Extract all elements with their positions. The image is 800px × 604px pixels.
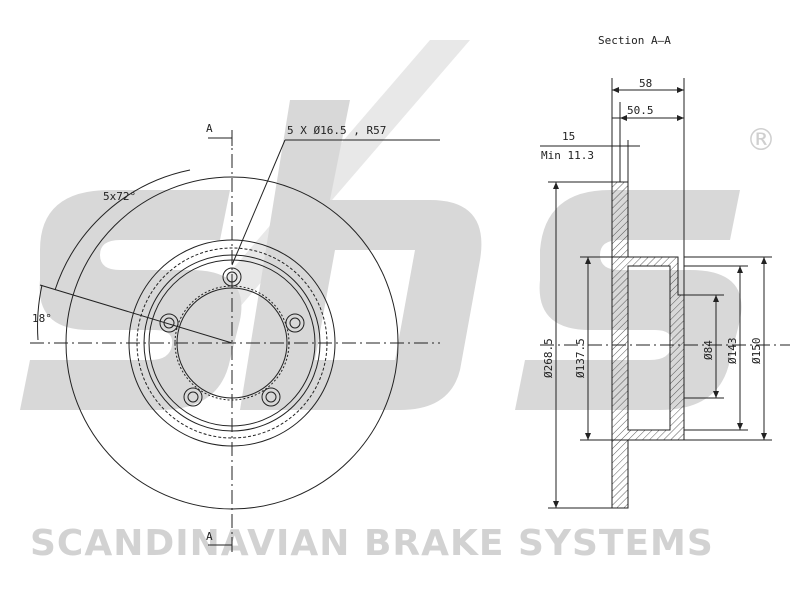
section-marker-top: A [206, 122, 213, 135]
top-dimension-lines [540, 78, 685, 257]
offset-angle-line [39, 284, 233, 344]
hat-outer [143, 254, 321, 432]
dim-inner-diameter: Ø137.5 [574, 338, 587, 378]
section-marker-bottom: A [206, 530, 213, 543]
hat-inner [148, 259, 316, 427]
front-view [30, 130, 440, 555]
bolt-hole-4-inner [187, 391, 199, 403]
dim-thickness: 15 [562, 130, 575, 143]
diameter-dimension-lines [548, 181, 772, 509]
dim-overall-height: 58 [639, 77, 652, 90]
dim-center-bore: Ø84 [702, 340, 715, 360]
offset-angle-arc [37, 284, 43, 341]
dim-hub-diameter: Ø143 [726, 338, 739, 365]
dim-hat-diameter: Ø150 [750, 338, 763, 365]
bolt-hole-2-inner [289, 317, 301, 329]
bolt-angle-label: 5x72° [103, 190, 136, 203]
dimension-arrowheads [553, 87, 767, 508]
dim-outer-diameter: Ø268.5 [542, 338, 555, 378]
bolt-angle-arc [54, 169, 191, 291]
bolt-callout-leader [231, 139, 286, 266]
dim-hat-height: 50.5 [627, 104, 654, 117]
bolt-hole-1-inner [226, 271, 238, 283]
bolt-holes [159, 267, 305, 407]
registered-mark: ® [746, 123, 776, 158]
center-bore [176, 287, 288, 399]
dim-min-thickness: Min 11.3 [541, 149, 594, 162]
section-marker-bottom-line [208, 537, 233, 546]
sbs-logo-watermark [20, 40, 742, 410]
bolt-hole-3-inner [265, 391, 277, 403]
bolt-hole-1 [222, 267, 242, 287]
section-title: Section A–A [598, 34, 671, 47]
hat-edge-dashed [136, 247, 328, 439]
bolt-hole-5-inner [163, 317, 175, 329]
friction-ring-inner-edge [128, 239, 336, 447]
offset-angle-label: 18° [32, 312, 52, 325]
bolt-hole-4 [183, 387, 203, 407]
bolt-hole-3 [261, 387, 281, 407]
brand-name-watermark: SCANDINAVIAN BRAKE SYSTEMS [30, 523, 714, 564]
section-marker-top-line [208, 137, 233, 146]
bolt-hole-5 [159, 313, 179, 333]
bolt-hole-2 [285, 313, 305, 333]
section-view [540, 78, 790, 509]
logo-letter-s1 [20, 190, 242, 410]
outer-disc-edge [65, 176, 399, 510]
bolt-callout-label: 5 X Ø16.5 , R57 [287, 124, 386, 137]
logo-letter-b [240, 100, 482, 410]
